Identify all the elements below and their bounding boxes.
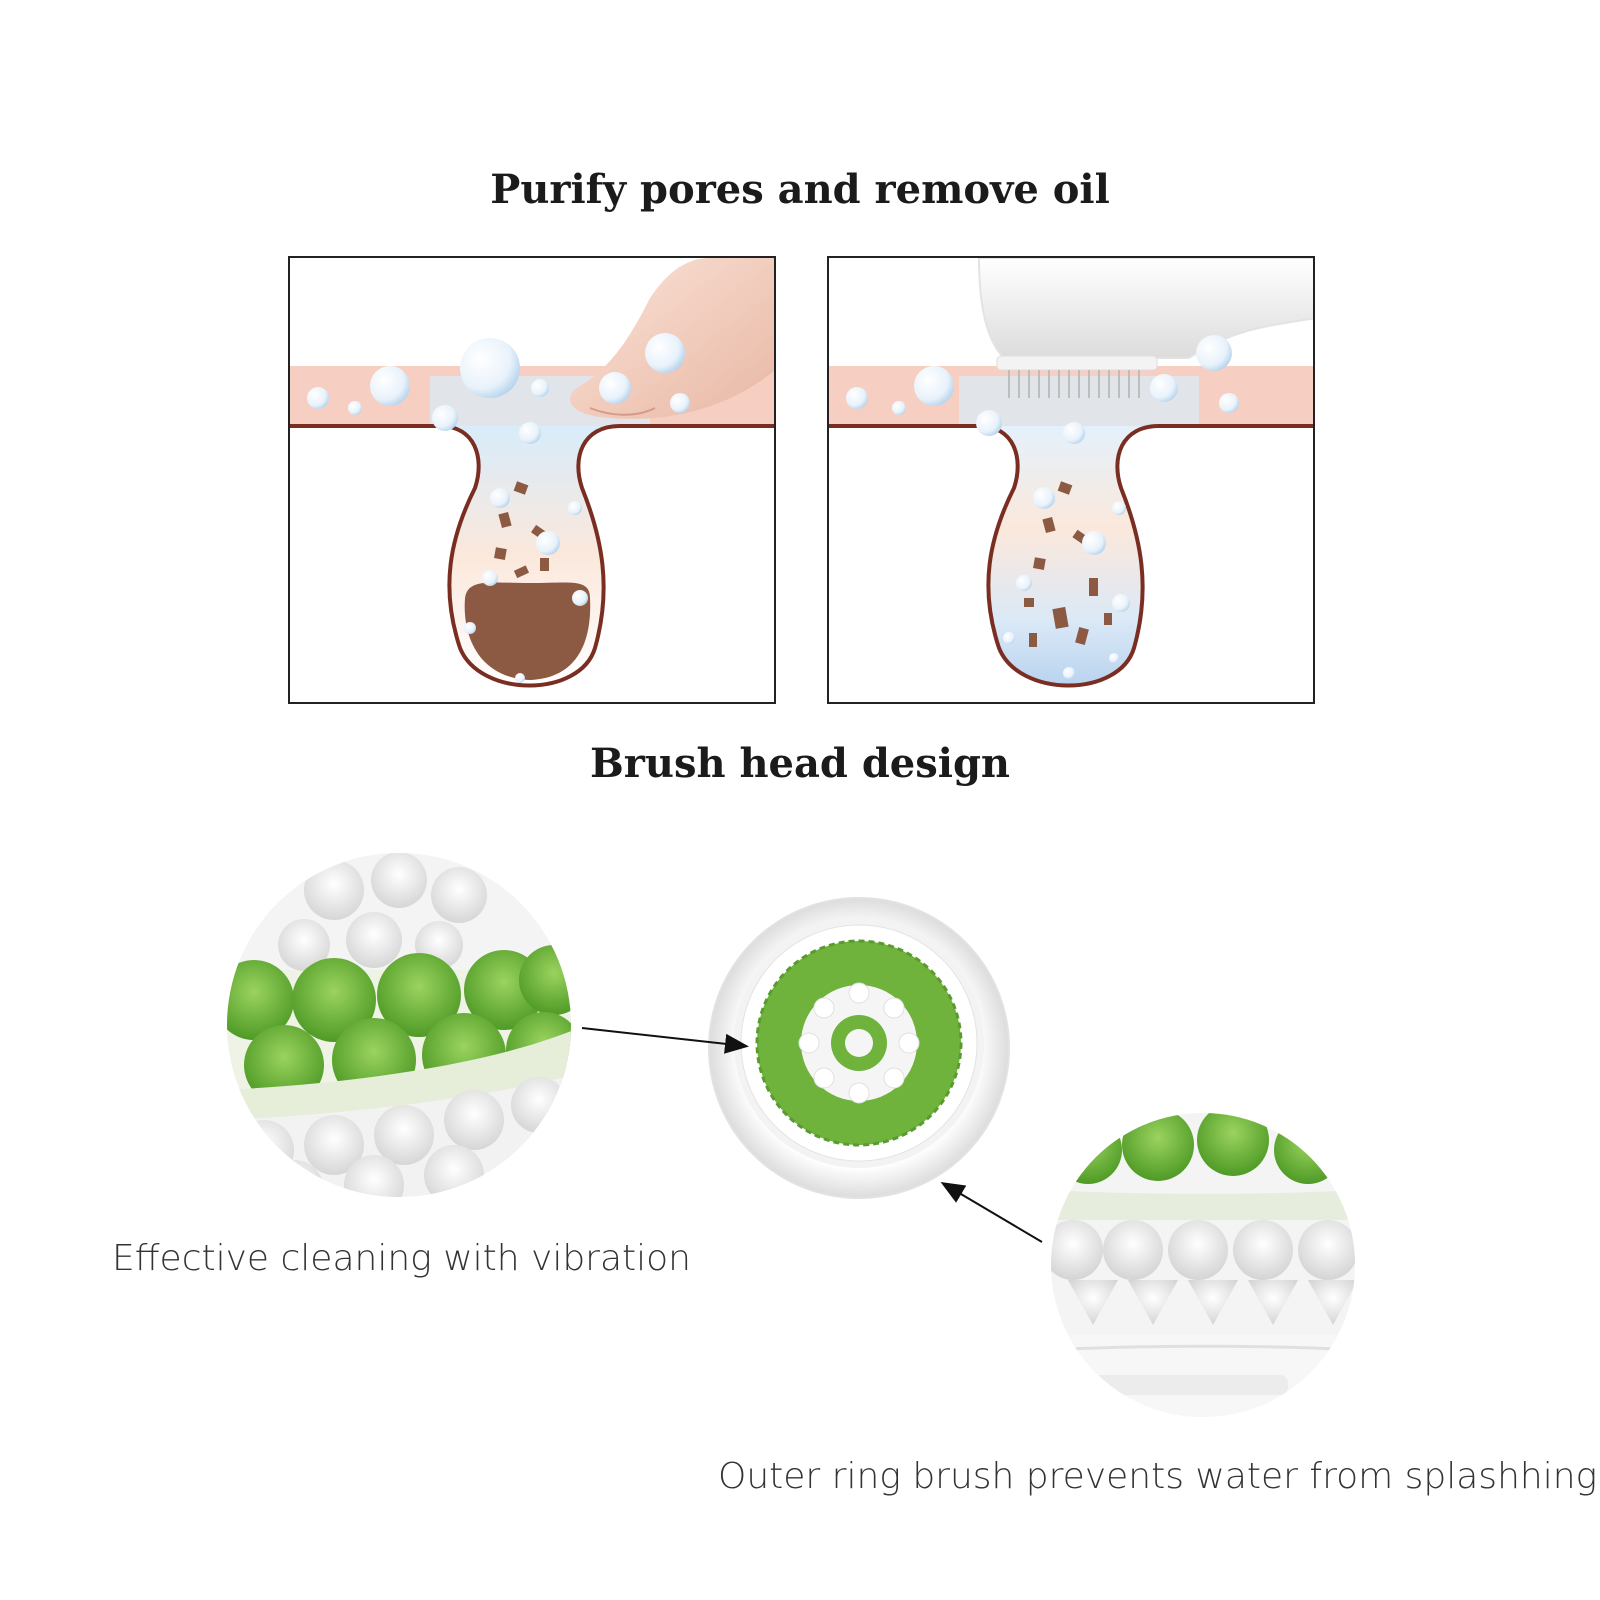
panel-finger-cleaning bbox=[288, 256, 776, 704]
heading-purify-pores: Purify pores and remove oil bbox=[490, 166, 1110, 213]
brush-head-image bbox=[708, 897, 1010, 1199]
zoom-outer-ring-bristles bbox=[1051, 1113, 1355, 1417]
panel-brush-cleaning bbox=[827, 256, 1315, 704]
zoom-vibration-bristles bbox=[227, 853, 571, 1197]
caption-vibration: Effective cleaning with vibration bbox=[112, 1238, 691, 1279]
pore-finger-illustration bbox=[290, 258, 774, 702]
caption-outer-ring: Outer ring brush prevents water from spl… bbox=[718, 1456, 1598, 1497]
heading-brush-head-design: Brush head design bbox=[589, 740, 1011, 787]
pore-brush-illustration bbox=[829, 258, 1313, 702]
